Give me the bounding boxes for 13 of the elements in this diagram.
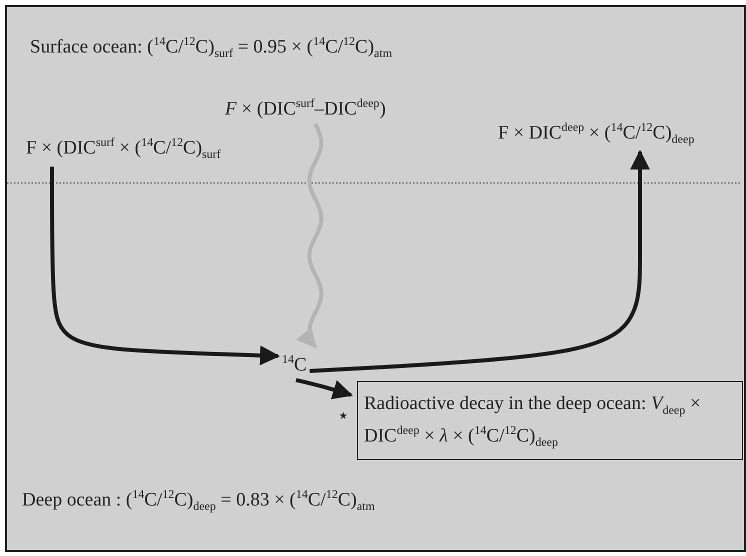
isotope-label: $^{14}$C: [282, 352, 307, 378]
flux-label: F × (DIC$^{surf}$–DIC$^{deep}$): [225, 96, 386, 122]
equation-text: Deep ocean : ($^{14}$C/$^{12}$C)$_{deep}$ = 0.83 × ($^{14}$C/$^{12}$C)$_{atm}$: [22, 487, 375, 514]
flux-label: F × DIC$^{deep}$ × ($^{14}$C/$^{12}$C)$_{deep}$: [498, 120, 694, 148]
decay-text: Radioactive decay in the deep ocean: V$_{deep}$ × DIC$^{deep}$ × λ × ($^{14}$C/$^{12}$C)$_{deep}$: [364, 392, 702, 452]
arrow: [50, 166, 280, 366]
equation-text: Surface ocean: ($^{14}$C/$^{12}$C)$_{surf}$ = 0.95 × ($^{14}$C/$^{12}$C)$_{atm}$: [30, 34, 392, 62]
arrow: [310, 150, 650, 373]
decay-box: [357, 381, 743, 460]
arrow: [296, 122, 324, 349]
arrow: [296, 378, 353, 400]
flux-label: F × (DIC$^{surf}$ × ($^{14}$C/$^{12}$C)$_{surf}$: [26, 135, 221, 163]
star-mark: ⋆: [337, 404, 350, 428]
